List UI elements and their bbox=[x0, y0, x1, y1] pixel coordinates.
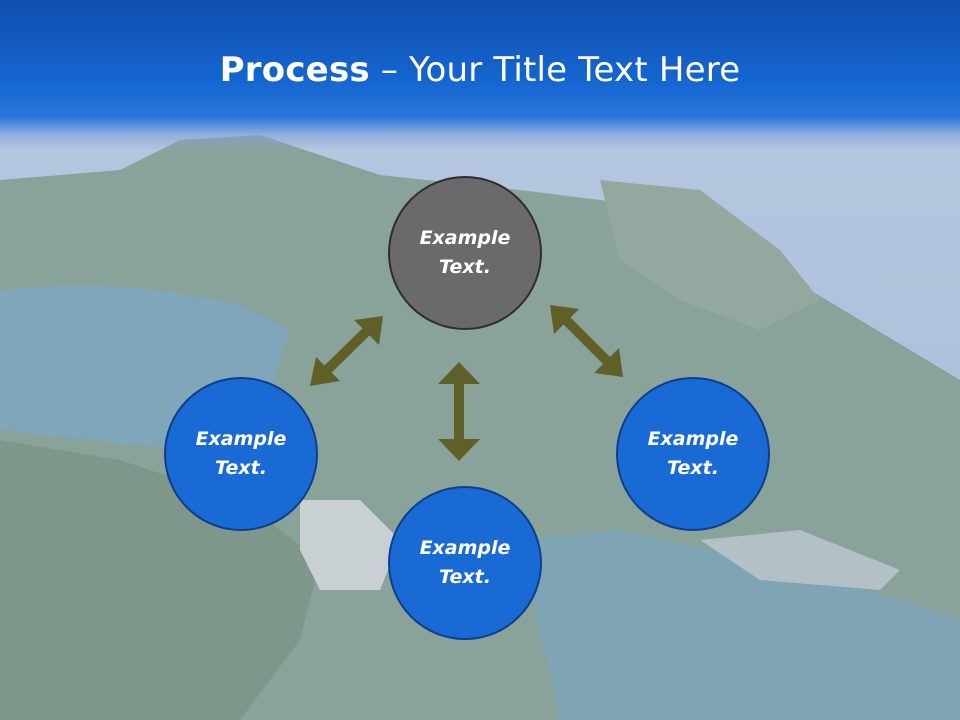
title-bold: Process bbox=[219, 50, 370, 90]
title-bar bbox=[0, 0, 960, 150]
circle-node-left-label: Example Text. bbox=[195, 428, 287, 479]
slide-title[interactable]: Process – Your Title Text Here bbox=[0, 50, 960, 90]
circle-node-top-label: Example Text. bbox=[419, 227, 511, 278]
circle-node-right[interactable]: Example Text. bbox=[616, 377, 770, 531]
circle-node-left[interactable]: Example Text. bbox=[164, 377, 318, 531]
circle-node-top[interactable]: Example Text. bbox=[388, 176, 542, 330]
title-rest: – Your Title Text Here bbox=[369, 50, 741, 90]
circle-node-bottom-label: Example Text. bbox=[419, 537, 511, 588]
circle-node-bottom[interactable]: Example Text. bbox=[388, 486, 542, 640]
circle-node-right-label: Example Text. bbox=[647, 428, 739, 479]
